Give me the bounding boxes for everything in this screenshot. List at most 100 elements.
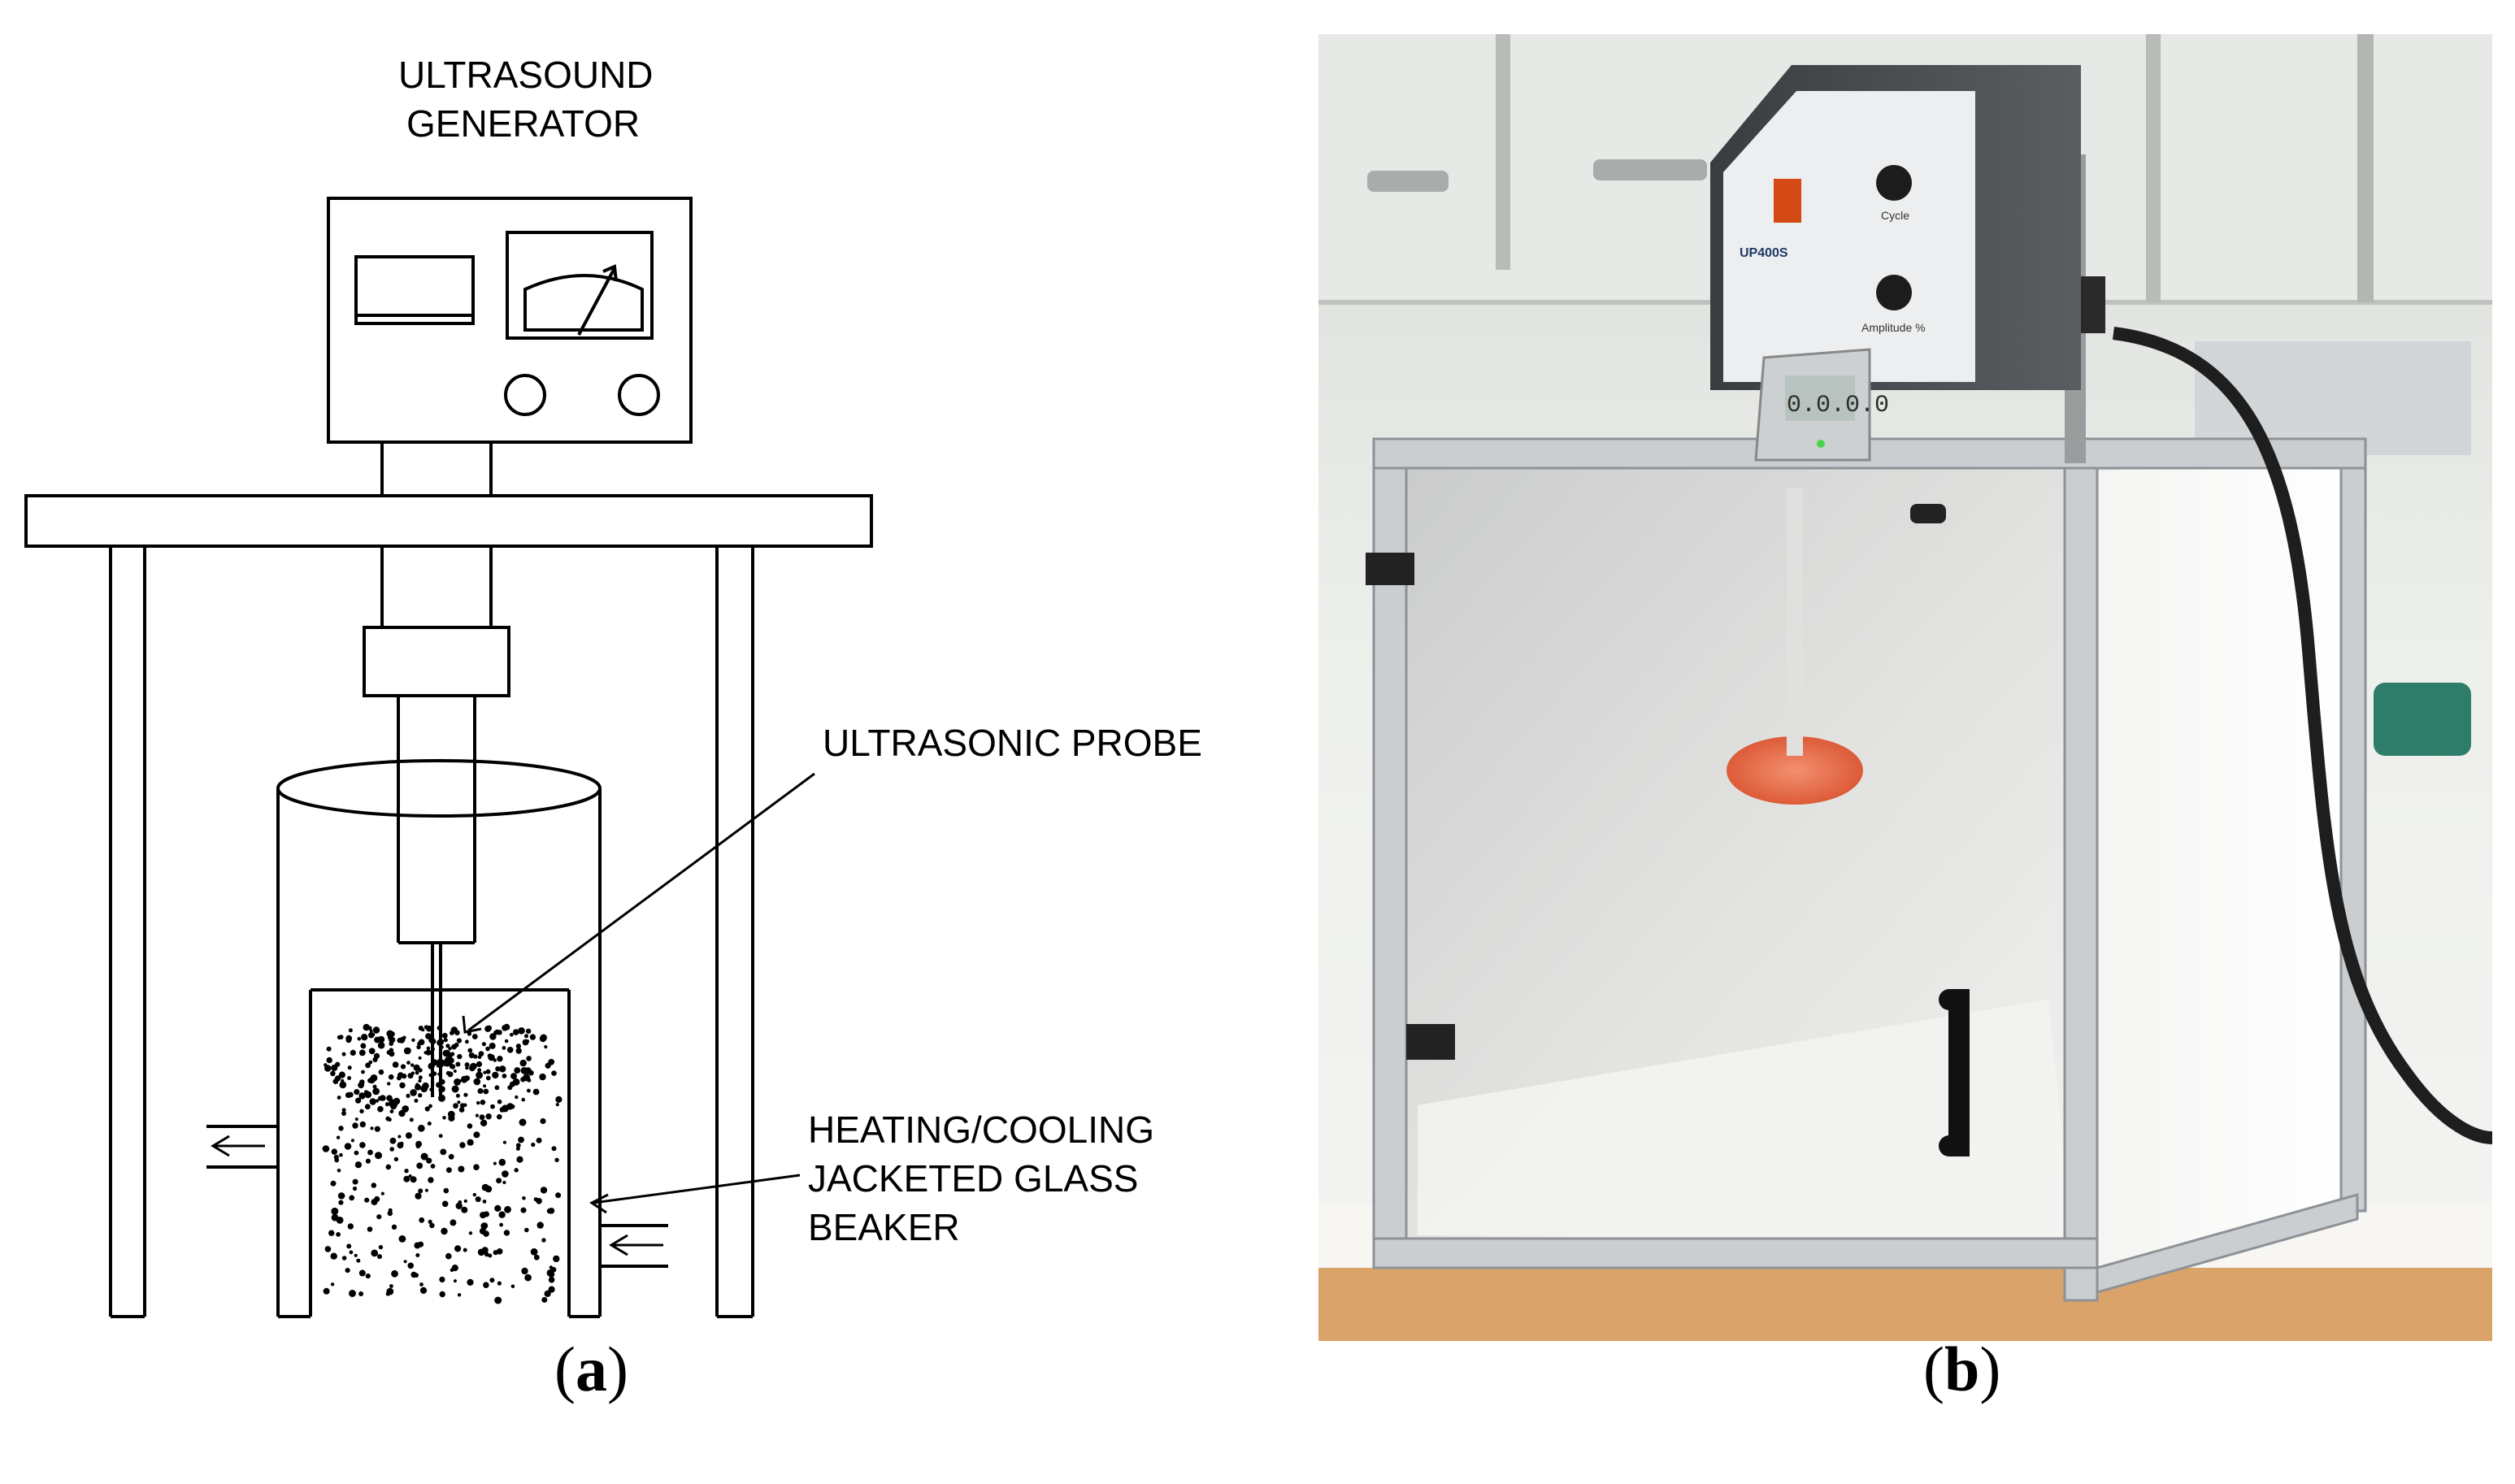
particle	[463, 1248, 467, 1252]
particle	[338, 1200, 344, 1205]
cycle-knob-label: Cycle	[1881, 209, 1909, 222]
particle	[333, 1154, 339, 1160]
particle	[363, 1023, 370, 1031]
particle	[441, 1032, 448, 1039]
particle	[503, 1023, 510, 1031]
particle	[336, 1232, 341, 1237]
power-switch	[1774, 179, 1801, 223]
particle	[341, 1108, 346, 1113]
particle	[502, 1104, 509, 1113]
particle	[539, 1035, 547, 1043]
particle	[530, 1248, 538, 1256]
particle	[514, 1067, 521, 1074]
particle	[484, 1185, 493, 1193]
enclosure-floor	[1418, 1000, 2073, 1243]
particle	[359, 1079, 365, 1085]
particle	[400, 1064, 406, 1070]
particle	[548, 1286, 555, 1293]
particle	[448, 1114, 455, 1122]
particle	[431, 1081, 435, 1085]
particle	[494, 1204, 502, 1212]
particle	[493, 1250, 498, 1256]
particle	[411, 1038, 415, 1043]
particle	[515, 1044, 522, 1049]
particle	[393, 1156, 399, 1162]
frame-clamp	[1910, 504, 1946, 523]
particle	[528, 1070, 534, 1076]
particle	[516, 1156, 523, 1163]
particle	[369, 1029, 373, 1033]
particle	[536, 1198, 542, 1204]
particle	[465, 1039, 469, 1044]
particle	[539, 1073, 546, 1081]
particle	[426, 1046, 431, 1051]
particle	[464, 1062, 470, 1068]
particle	[548, 1277, 555, 1283]
particle	[414, 1098, 419, 1103]
particle	[502, 1074, 507, 1078]
particle	[497, 1099, 502, 1104]
particle	[440, 1095, 445, 1100]
particle	[457, 1100, 461, 1104]
particle	[529, 1034, 536, 1040]
cycle-knob	[1876, 165, 1912, 201]
particle	[477, 1088, 484, 1094]
particle	[385, 1291, 390, 1296]
particle	[350, 1139, 354, 1143]
particle	[496, 1248, 503, 1255]
particle	[331, 1207, 339, 1215]
particle	[346, 1243, 352, 1249]
particle	[442, 1116, 446, 1120]
particle	[372, 1026, 380, 1034]
particle	[527, 1088, 531, 1093]
particle	[338, 1126, 344, 1131]
particle	[420, 1085, 428, 1093]
particle	[389, 1051, 395, 1057]
particle	[492, 1071, 499, 1079]
particle	[347, 1065, 352, 1070]
probe-leader-line	[467, 772, 815, 1032]
particle	[415, 1253, 420, 1257]
particle	[414, 1242, 421, 1249]
particle	[372, 1087, 380, 1096]
particle	[406, 1093, 410, 1098]
particle	[364, 1104, 371, 1110]
particle	[418, 1056, 422, 1060]
particle	[526, 1056, 532, 1061]
beaker-liquid	[1727, 736, 1863, 805]
particle	[324, 1246, 332, 1252]
particle	[375, 1099, 380, 1103]
particle	[555, 1192, 562, 1199]
particle	[372, 1084, 377, 1089]
particle	[485, 1075, 491, 1081]
caption-a-open: (	[554, 1334, 576, 1404]
particle	[457, 1079, 462, 1083]
particle	[551, 1070, 557, 1076]
particle	[502, 1180, 506, 1185]
jacket-label-line1: HEATING/COOLING	[808, 1109, 1154, 1151]
particle	[527, 1078, 532, 1083]
particle	[467, 1278, 474, 1286]
particle	[498, 1211, 506, 1218]
particle	[439, 1291, 445, 1298]
particle	[432, 1071, 437, 1076]
generator-knob-left	[504, 374, 546, 416]
particle	[439, 1276, 445, 1282]
particle	[391, 1269, 398, 1278]
particle	[371, 1249, 379, 1257]
particle	[341, 1193, 345, 1199]
particle	[389, 1147, 395, 1152]
meter-scale	[523, 274, 644, 332]
particle	[459, 1103, 466, 1109]
particle	[420, 1152, 428, 1161]
particle	[457, 1293, 462, 1297]
particle	[358, 1291, 364, 1296]
outlet-arrow-head	[211, 1135, 230, 1157]
particle	[388, 1074, 394, 1080]
particle	[361, 1044, 366, 1049]
particle	[483, 1211, 490, 1217]
particle	[385, 1164, 392, 1170]
particle	[430, 1038, 437, 1045]
particle	[515, 1143, 521, 1148]
particle	[502, 1170, 509, 1178]
